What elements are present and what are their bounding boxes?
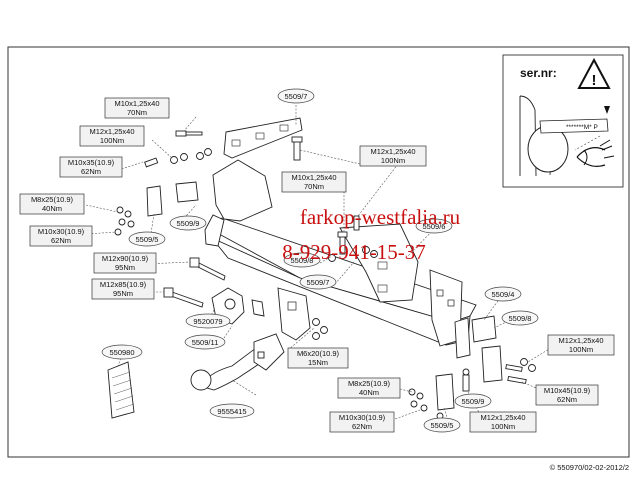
spec-m6x20-torque: 15Nm [308, 358, 328, 367]
spec-m12x90-bolt: M12x90(10.9) [102, 254, 149, 263]
part-5509-8-right: 5509/8 [509, 314, 532, 323]
serial-panel-title: ser.nr: [520, 66, 557, 80]
part-5509-7-top: 5509/7 [285, 92, 308, 101]
tow-ball-neck [190, 333, 285, 391]
part-550980: 550980 [109, 348, 134, 357]
svg-text:!: ! [592, 72, 597, 89]
spec-m10x30-left-bolt: M10x30(10.9) [38, 227, 85, 236]
eye-icon [576, 139, 615, 167]
spec-m8x25-bottom-bolt: M8x25(10.9) [348, 379, 391, 388]
spec-m6x20-bolt: M6x20(10.9) [297, 349, 340, 358]
part-5509-11: 5509/11 [192, 338, 219, 347]
left-side-bracket [212, 117, 303, 222]
spec-m10-center-bolt: M10x1,25x40 [291, 173, 336, 182]
fasteners [114, 130, 536, 420]
watermark-site: farkop-westfalia.ru [300, 205, 461, 229]
watermark: farkop-westfalia.ru 8-929-941-15-37 [282, 205, 460, 264]
spec-m12-left-torque: 100Nm [100, 136, 124, 145]
spec-m10x35-bolt: M10x35(10.9) [68, 158, 115, 167]
spec-m12x85-bolt: M12x85(10.9) [100, 280, 147, 289]
spec-m12x85-torque: 95Nm [113, 289, 133, 298]
part-number-labels: 5509/7 5509/9 5509/5 5509/6 5509/7 5509/… [101, 88, 539, 433]
spec-m10x30-bottom-torque: 62Nm [352, 422, 372, 431]
spec-m12-right-bolt: M12x1,25x40 [558, 336, 603, 345]
part-5509-4: 5509/4 [492, 290, 515, 299]
type-plate-text: *******M* P [566, 124, 598, 131]
serial-number-panel: ser.nr: ! *******M* P [502, 54, 624, 188]
right-side-bracket [339, 223, 419, 303]
spec-m10x45-bolt: M10x45(10.9) [544, 386, 591, 395]
spec-m12-right-torque: 100Nm [569, 345, 593, 354]
electrical-socket [107, 361, 135, 419]
spec-m12x90-torque: 95Nm [115, 263, 135, 272]
spec-m12-bottom-bolt: M12x1,25x40 [480, 413, 525, 422]
spec-m12-bottom-torque: 100Nm [491, 422, 515, 431]
spec-m10x30-bottom-bolt: M10x30(10.9) [339, 413, 386, 422]
part-9555415: 9555415 [217, 407, 246, 416]
spec-m8x25-left-torque: 40Nm [42, 204, 62, 213]
bolt-m10-top-left [175, 130, 203, 137]
part-5509-7-mid: 5509/7 [307, 278, 330, 287]
spec-m10-center-torque: 70Nm [304, 182, 324, 191]
part-5509-5-bottom: 5509/5 [431, 421, 454, 430]
left-clamp-plates [146, 181, 199, 217]
spec-m12-left-bolt: M12x1,25x40 [89, 127, 134, 136]
tow-ball [190, 369, 212, 391]
bolt-spec-labels: M10x1,25x40 70Nm M12x1,25x40 100Nm M10x3… [19, 97, 615, 433]
part-5509-5-left: 5509/5 [136, 235, 159, 244]
spec-m10-top-torque: 70Nm [127, 108, 147, 117]
spec-m8x25-left-bolt: M8x25(10.9) [31, 195, 74, 204]
spec-m10x45-torque: 62Nm [557, 395, 577, 404]
watermark-phone: 8-929-941-15-37 [282, 240, 425, 264]
part-5509-9-bottom: 5509/9 [462, 397, 485, 406]
spec-m8x25-bottom-torque: 40Nm [359, 388, 379, 397]
diagram-border [7, 46, 630, 458]
spec-m10-top-bolt: M10x1,25x40 [114, 99, 159, 108]
part-5509-9: 5509/9 [177, 219, 200, 228]
part-5509-8-center: 5509/8 [291, 256, 314, 265]
copyright-note: © 550970/02-02-2012/2 [550, 463, 629, 472]
spec-m10x30-left-torque: 62Nm [51, 236, 71, 245]
part-5509-6: 5509/6 [423, 222, 446, 231]
right-clamp-plates [435, 315, 503, 411]
spec-m12-topcenter-bolt: M12x1,25x40 [370, 147, 415, 156]
spec-m10x35-torque: 62Nm [81, 167, 101, 176]
type-plate: *******M* P [539, 118, 609, 134]
warning-triangle-icon: ! [577, 57, 611, 89]
spec-m12-topcenter-torque: 100Nm [381, 156, 405, 165]
part-9520079: 9520079 [193, 317, 222, 326]
